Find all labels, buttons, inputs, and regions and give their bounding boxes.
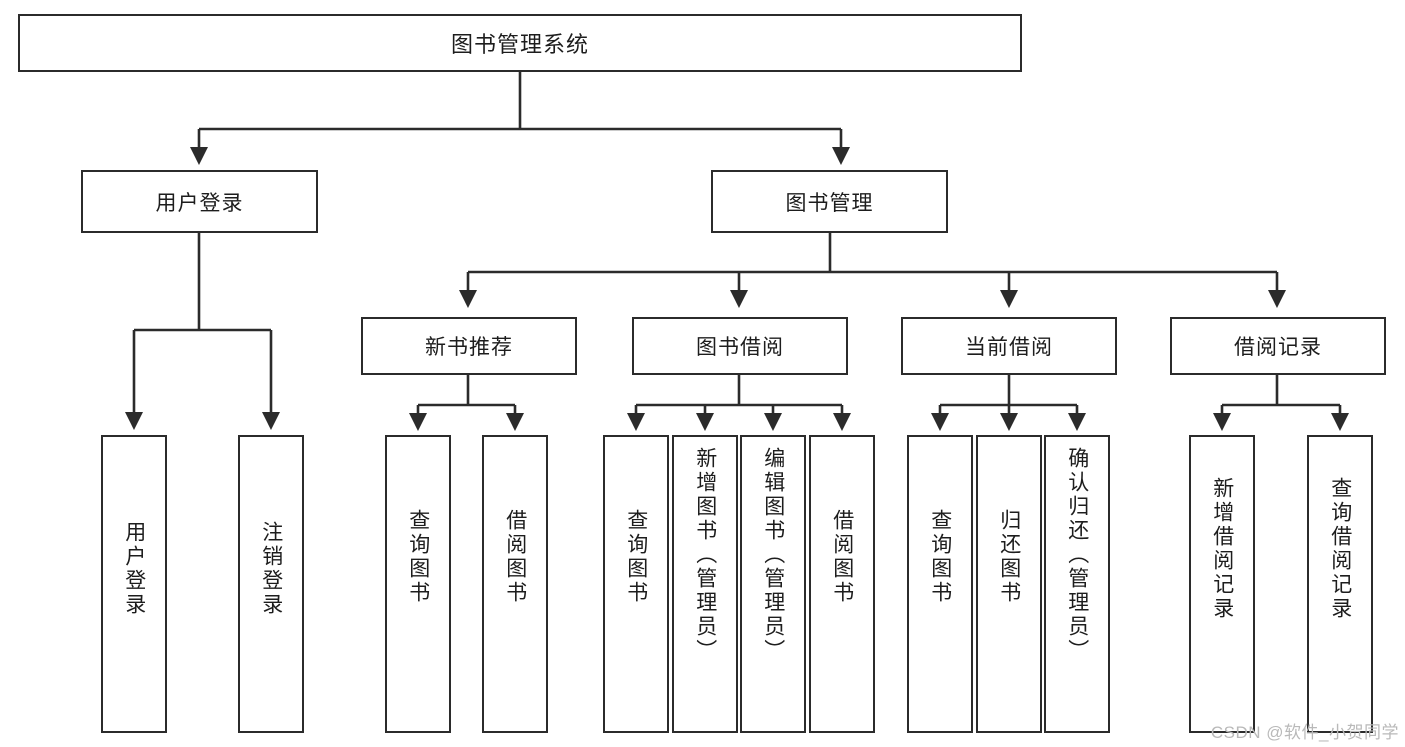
node-current-borrow[interactable]: 当前借阅 (901, 317, 1117, 375)
node-leaf-rec-query-label: 查询借阅记录 (1328, 477, 1352, 621)
node-root-label: 图书管理系统 (450, 32, 589, 57)
node-leaf-borrow-add-book-label: 新增图书（管理员） (693, 447, 717, 663)
node-book-manage[interactable]: 图书管理 (711, 170, 948, 233)
node-leaf-user-logout-label: 注销登录 (259, 521, 283, 617)
node-borrow-record[interactable]: 借阅记录 (1170, 317, 1386, 375)
node-leaf-rec-borrow-book-label: 借阅图书 (503, 509, 527, 605)
csdn-watermark: CSDN @软件_小贺同学 (1210, 723, 1399, 742)
node-leaf-borrow-edit-book-label: 编辑图书（管理员） (761, 447, 785, 663)
node-leaf-borrow-edit-book[interactable]: 编辑图书（管理员） (740, 435, 806, 733)
node-leaf-rec-borrow-book[interactable]: 借阅图书 (482, 435, 548, 733)
node-leaf-borrow-query-book-label: 查询图书 (624, 509, 648, 605)
node-new-book-recommend-label: 新书推荐 (425, 336, 513, 359)
node-leaf-cur-query-book[interactable]: 查询图书 (907, 435, 973, 733)
node-leaf-rec-query-book[interactable]: 查询图书 (385, 435, 451, 733)
node-user-login-label: 用户登录 (155, 191, 244, 215)
node-leaf-rec-query-book-label: 查询图书 (406, 509, 430, 605)
node-leaf-cur-query-book-label: 查询图书 (928, 509, 952, 605)
node-leaf-cur-return-book-label: 归还图书 (997, 509, 1021, 605)
node-book-manage-label: 图书管理 (785, 191, 874, 215)
node-leaf-rec-query[interactable]: 查询借阅记录 (1307, 435, 1373, 733)
node-leaf-cur-return-book[interactable]: 归还图书 (976, 435, 1042, 733)
node-leaf-borrow-add-book[interactable]: 新增图书（管理员） (672, 435, 738, 733)
node-book-borrow[interactable]: 图书借阅 (632, 317, 848, 375)
node-leaf-rec-add[interactable]: 新增借阅记录 (1189, 435, 1255, 733)
node-new-book-recommend[interactable]: 新书推荐 (361, 317, 577, 375)
node-leaf-cur-confirm-label: 确认归还（管理员） (1065, 447, 1089, 663)
node-user-login[interactable]: 用户登录 (81, 170, 318, 233)
node-borrow-record-label: 借阅记录 (1234, 336, 1322, 359)
node-leaf-user-login[interactable]: 用户登录 (101, 435, 167, 733)
node-current-borrow-label: 当前借阅 (965, 336, 1053, 359)
node-leaf-borrow-do-borrow[interactable]: 借阅图书 (809, 435, 875, 733)
node-leaf-cur-confirm[interactable]: 确认归还（管理员） (1044, 435, 1110, 733)
node-leaf-user-logout[interactable]: 注销登录 (238, 435, 304, 733)
node-leaf-borrow-do-borrow-label: 借阅图书 (830, 509, 854, 605)
node-leaf-user-login-label: 用户登录 (122, 521, 146, 617)
node-leaf-rec-add-label: 新增借阅记录 (1210, 477, 1234, 621)
node-book-borrow-label: 图书借阅 (696, 336, 784, 359)
node-leaf-borrow-query-book[interactable]: 查询图书 (603, 435, 669, 733)
node-root[interactable]: 图书管理系统 (18, 14, 1022, 72)
